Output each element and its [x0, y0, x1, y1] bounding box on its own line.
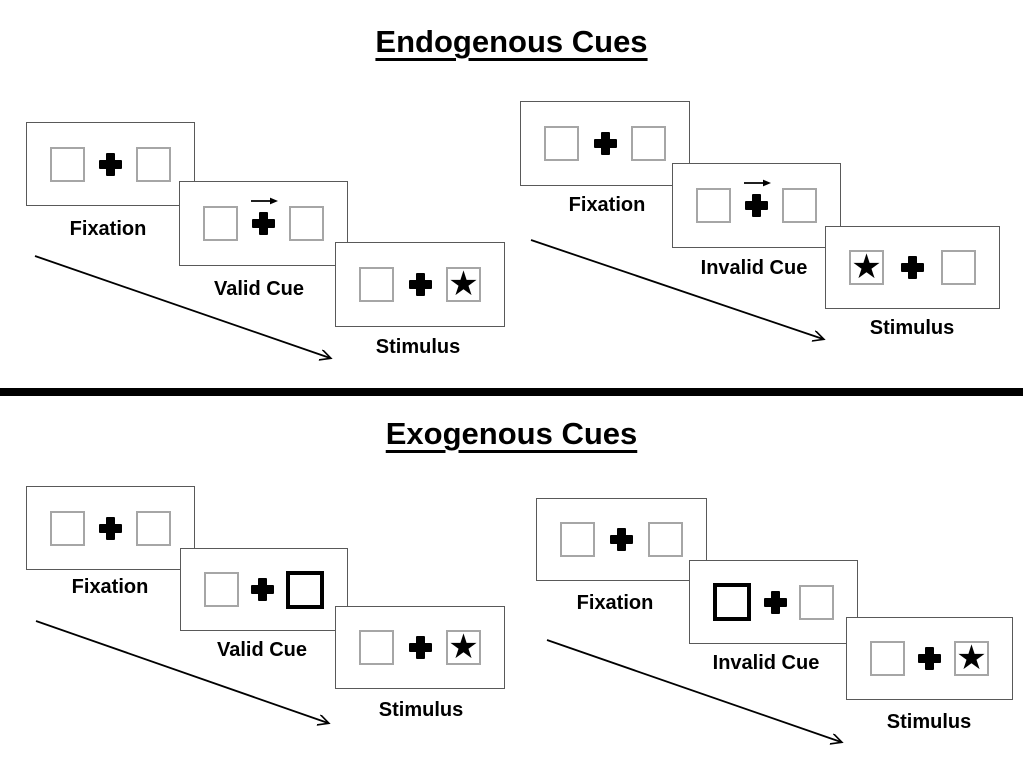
left-box [204, 572, 239, 607]
stimulus-label: Stimulus [378, 699, 464, 721]
exogenous-valid-stimulus-panel: ★ [335, 606, 505, 689]
left-box [359, 630, 394, 665]
right-box [782, 188, 817, 223]
invalid-cue-label: Invalid Cue [712, 652, 820, 674]
fixation-label: Fixation [69, 218, 147, 240]
highlighted-left-box [713, 583, 751, 621]
left-box [203, 206, 238, 241]
endogenous-valid-cue-panel [179, 181, 348, 266]
exogenous-invalid-cue-panel [689, 560, 858, 644]
stimulus-label: Stimulus [869, 317, 955, 339]
star-icon: ★ [448, 265, 479, 303]
right-box: ★ [954, 641, 989, 676]
highlighted-right-box [286, 570, 324, 609]
left-box: ★ [849, 250, 884, 285]
left-box [870, 641, 905, 676]
fixation-cross-icon [610, 528, 633, 551]
stimulus-label: Stimulus [375, 336, 461, 358]
endogenous-invalid-fixation-panel [520, 101, 690, 186]
fixation-cross-icon [593, 132, 617, 155]
left-box [696, 188, 731, 223]
fixation-cross-icon [408, 636, 432, 659]
left-box [560, 522, 595, 557]
fixation-label: Fixation [576, 592, 654, 614]
timeline-arrow-exogenous-valid [35, 620, 328, 723]
left-box [50, 146, 85, 182]
fixation-label: Fixation [71, 576, 149, 598]
fixation-cross-icon [901, 256, 924, 279]
endogenous-valid-stimulus-panel: ★ [335, 242, 505, 327]
right-box: ★ [446, 267, 481, 302]
timeline-arrow-endogenous-invalid [530, 239, 823, 339]
right-box [648, 522, 683, 557]
right-box [289, 206, 324, 241]
section-divider [0, 388, 1023, 396]
fixation-label: Fixation [568, 194, 646, 216]
endogenous-invalid-stimulus-panel: ★ [825, 226, 1000, 309]
stimulus-label: Stimulus [886, 711, 972, 733]
exogenous-section-title: Exogenous Cues [385, 416, 638, 451]
right-box [799, 584, 834, 620]
left-box [50, 510, 85, 546]
fixation-cross-icon [763, 590, 787, 614]
fixation-cross-icon [745, 194, 768, 217]
endogenous-section-title: Endogenous Cues [375, 24, 648, 59]
valid-cue-label: Valid Cue [213, 278, 305, 300]
fixation-cross-icon [918, 647, 941, 670]
valid-cue-label: Valid Cue [216, 639, 308, 661]
right-arrow-cue-icon [250, 197, 278, 205]
endogenous-invalid-cue-panel [672, 163, 841, 248]
fixation-cross-icon [99, 152, 122, 176]
left-box [544, 126, 579, 161]
exogenous-valid-cue-panel [180, 548, 348, 631]
right-arrow-cue-icon [743, 179, 771, 187]
exogenous-invalid-fixation-panel [536, 498, 707, 581]
exogenous-invalid-stimulus-panel: ★ [846, 617, 1013, 700]
endogenous-valid-fixation-panel [26, 122, 195, 206]
exogenous-valid-fixation-panel [26, 486, 195, 570]
star-icon: ★ [851, 248, 882, 286]
left-box [359, 267, 394, 302]
fixation-cross-icon [251, 578, 274, 601]
star-icon: ★ [956, 639, 987, 677]
right-box [136, 146, 171, 182]
right-box [631, 126, 666, 161]
right-box [136, 510, 171, 546]
fixation-cross-icon [99, 516, 122, 540]
star-icon: ★ [448, 628, 479, 666]
timeline-arrow-endogenous-valid [34, 255, 330, 358]
right-box [941, 250, 976, 285]
fixation-cross-icon [408, 273, 432, 296]
right-box: ★ [446, 630, 481, 665]
fixation-cross-icon [252, 212, 275, 235]
invalid-cue-label: Invalid Cue [700, 257, 808, 279]
